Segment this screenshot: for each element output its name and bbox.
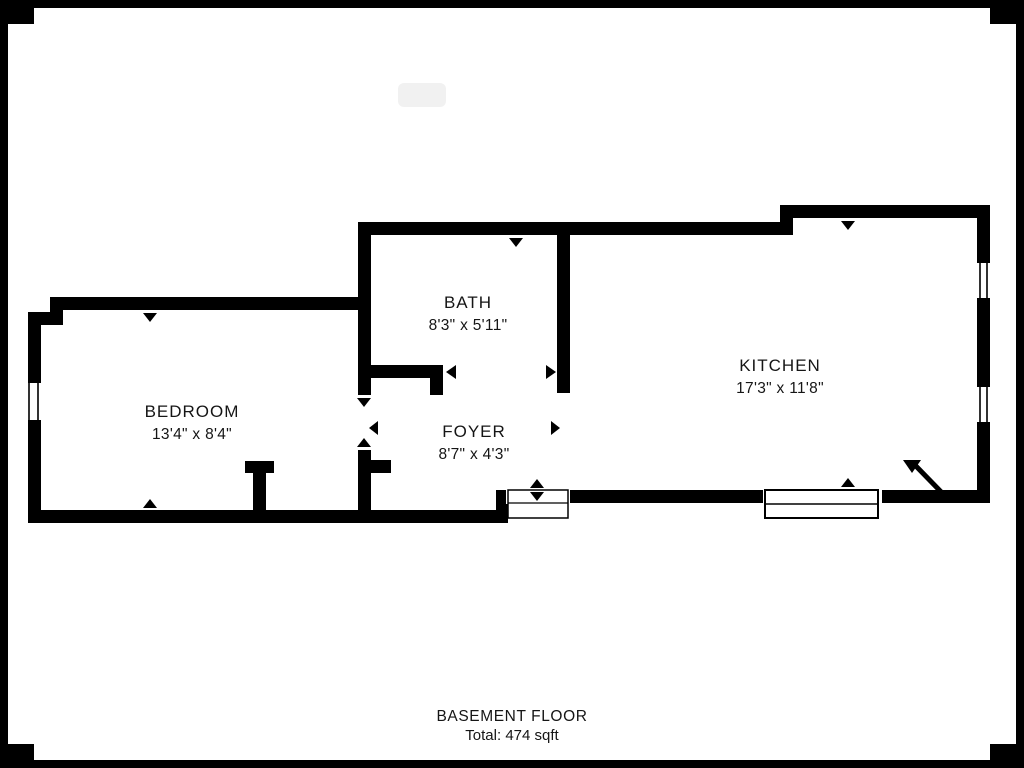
wall-foyer-stub	[371, 460, 391, 473]
border-corner-tl	[0, 0, 34, 24]
room-label-bedroom: BEDROOM	[145, 402, 240, 421]
windows	[26, 263, 992, 519]
border-bottom	[0, 760, 1024, 768]
footer: BASEMENT FLOOR Total: 474 sqft	[436, 708, 587, 744]
room-dims-kitchen: 17'3" x 11'8"	[736, 380, 824, 397]
marker-bath-door-right	[546, 365, 556, 379]
wall-bedroom-top	[50, 297, 360, 310]
marker-bath-door-left	[446, 365, 456, 379]
wall-kitchen-bottom-a	[568, 490, 765, 503]
marker-bath-top	[509, 238, 523, 247]
door-swing-line	[910, 460, 950, 501]
walls	[28, 205, 990, 523]
window-kitchen-right-1	[979, 263, 988, 298]
wall-bedroom-right-lower	[358, 450, 371, 523]
plan-total: Total: 474 sqft	[465, 727, 559, 744]
wall-kitchen-top	[780, 205, 990, 218]
wall-entry-step	[496, 490, 508, 523]
marker-kitchen-top	[841, 221, 855, 230]
wall-top-mid	[358, 222, 793, 235]
marker-bedroom-door-bottom	[357, 438, 371, 447]
border-top	[0, 0, 1024, 8]
wall-bath-left	[358, 222, 371, 395]
wall-right-exterior	[977, 205, 990, 503]
border-corner-tr	[990, 0, 1024, 24]
border-right	[1016, 0, 1024, 768]
wall-kitchen-bottom-b	[880, 490, 990, 503]
kitchen-door-swing	[903, 460, 950, 501]
marker-bedroom-door-top	[357, 398, 371, 407]
border-left	[0, 0, 8, 768]
watermark	[398, 83, 446, 107]
room-dims-foyer: 8'7" x 4'3"	[438, 446, 509, 463]
opening-markers	[143, 221, 855, 508]
room-labels: BATH 8'3" x 5'11" KITCHEN 17'3" x 11'8" …	[145, 293, 824, 463]
marker-foyer-right	[551, 421, 560, 435]
marker-bedroom-top	[143, 313, 157, 322]
border-corner-bl	[0, 744, 34, 768]
wall-bath-bottom	[358, 365, 443, 378]
wall-closet-stub	[253, 461, 266, 523]
door-swing-hinge	[903, 460, 921, 473]
window-punch-kitchen-right-1	[975, 263, 992, 298]
room-label-bath: BATH	[444, 293, 492, 312]
wall-bath-right	[557, 235, 570, 393]
marker-entry-down	[530, 492, 544, 501]
border-corner-br	[990, 744, 1024, 768]
window-punch-kitchen-right-2	[975, 387, 992, 422]
room-label-foyer: FOYER	[442, 422, 506, 441]
marker-bedroom-bottom	[143, 499, 157, 508]
room-label-kitchen: KITCHEN	[739, 356, 821, 375]
plan-title: BASEMENT FLOOR	[436, 708, 587, 725]
wall-bath-bottom-stub	[430, 365, 443, 395]
marker-kitchen-bottom	[841, 478, 855, 487]
marker-entry-up	[530, 479, 544, 488]
window-kitchen-right-2	[979, 387, 988, 422]
wall-closet-stub-cap	[245, 461, 274, 473]
window-bedroom-left	[28, 383, 39, 420]
entry-door-frame	[507, 489, 569, 519]
room-dims-bath: 8'3" x 5'11"	[429, 317, 508, 334]
marker-foyer-left	[369, 421, 378, 435]
room-dims-bedroom: 13'4" x 8'4"	[152, 426, 232, 443]
